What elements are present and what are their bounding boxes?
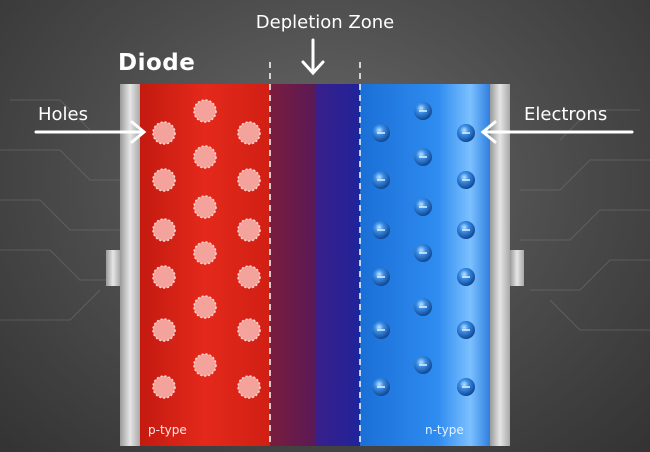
right-terminal-tab bbox=[510, 250, 524, 286]
hole-particle bbox=[237, 121, 261, 145]
electrons-label: Electrons bbox=[524, 104, 608, 125]
electron-particle bbox=[414, 356, 432, 374]
electron-particle bbox=[457, 221, 475, 239]
left-end-cap bbox=[120, 84, 140, 446]
right-end-cap bbox=[490, 84, 510, 446]
hole-particle bbox=[152, 318, 176, 342]
hole-particle bbox=[152, 121, 176, 145]
depletion-zone-label: Depletion Zone bbox=[255, 12, 395, 33]
holes-label: Holes bbox=[38, 104, 89, 125]
hole-particle bbox=[152, 265, 176, 289]
n-type-label: n-type bbox=[425, 423, 464, 437]
left-terminal-tab bbox=[106, 250, 120, 286]
hole-particle bbox=[193, 353, 217, 377]
electron-particle bbox=[457, 171, 475, 189]
electron-particle bbox=[457, 268, 475, 286]
hole-particle bbox=[237, 218, 261, 242]
hole-particle bbox=[193, 145, 217, 169]
hole-particle bbox=[152, 168, 176, 192]
hole-particle bbox=[237, 168, 261, 192]
depletion-zone-right bbox=[315, 84, 360, 446]
holes-group bbox=[152, 99, 261, 399]
hole-particle bbox=[193, 99, 217, 123]
holes-arrow bbox=[34, 120, 147, 144]
electron-particle bbox=[457, 124, 475, 142]
diagram-title: Diode bbox=[118, 50, 196, 76]
p-type-label: p-type bbox=[148, 423, 187, 437]
hole-particle bbox=[237, 318, 261, 342]
depletion-arrow bbox=[301, 38, 325, 76]
electron-particle bbox=[372, 124, 390, 142]
electron-particle bbox=[372, 221, 390, 239]
hole-particle bbox=[152, 375, 176, 399]
hole-particle bbox=[193, 295, 217, 319]
hole-particle bbox=[237, 375, 261, 399]
depletion-zone-left bbox=[270, 84, 315, 446]
hole-particle bbox=[237, 265, 261, 289]
electron-particle bbox=[414, 298, 432, 316]
hole-particle bbox=[152, 218, 176, 242]
electron-particle bbox=[372, 321, 390, 339]
electron-particle bbox=[414, 148, 432, 166]
hole-particle bbox=[193, 195, 217, 219]
electrons-arrow bbox=[480, 120, 634, 144]
electron-particle bbox=[372, 268, 390, 286]
electron-particle bbox=[457, 321, 475, 339]
hole-particle bbox=[193, 241, 217, 265]
electron-particle bbox=[414, 244, 432, 262]
electron-particle bbox=[414, 102, 432, 120]
electron-particle bbox=[372, 171, 390, 189]
electron-particle bbox=[414, 198, 432, 216]
electron-particle bbox=[457, 378, 475, 396]
electrons-group bbox=[372, 102, 475, 396]
electron-particle bbox=[372, 378, 390, 396]
